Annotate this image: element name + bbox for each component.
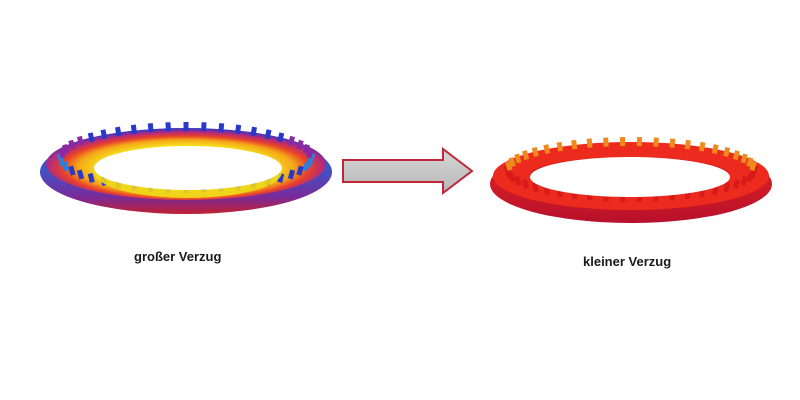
caption-large-distortion: großer Verzug (134, 249, 222, 264)
distorted-ring-tooth (68, 139, 76, 150)
arrow-shape (342, 146, 474, 196)
distorted-ring-tooth (287, 135, 296, 146)
flat-ring-tooth (698, 141, 706, 152)
flat-ring-tooth (684, 139, 691, 150)
distorted-ring-tooth (68, 165, 76, 176)
flat-ring-tooth (531, 182, 539, 193)
distorted-ring-tooth (130, 124, 137, 135)
distorted-ring-tooth (302, 143, 311, 155)
flat-ring-tooth (571, 139, 578, 150)
flat-ring-tooth (543, 144, 551, 155)
flat-ring-tooth (740, 153, 748, 164)
flat-ring-tooth (504, 160, 513, 171)
flat-ring-tooth (521, 179, 530, 190)
flat-ring-tooth (514, 175, 522, 186)
flat-ring-tooth (531, 146, 539, 157)
distorted-ring-tooth (296, 165, 304, 176)
distorted-ring-tooth (56, 152, 65, 163)
distorted-ring-inner-wall (94, 168, 282, 198)
distorted-ring-tooth (250, 126, 257, 137)
distorted-ring-tooth (147, 123, 154, 133)
flat-ring-tooth (749, 160, 758, 171)
distorted-ring-tooth (87, 172, 95, 183)
distorted-ring-bore (94, 146, 282, 190)
distorted-ring-tooth (296, 139, 304, 150)
distorted-ring-tooth (264, 129, 272, 140)
flat-ring-tooth (556, 141, 564, 152)
flat-ring-tooth (653, 137, 659, 147)
flat-ring-tooth (746, 157, 754, 168)
transition-arrow (342, 146, 474, 196)
distorted-ring-tooth (277, 132, 285, 143)
flat-ring-tooth (740, 175, 748, 186)
distorted-ring-tooth (201, 122, 207, 132)
distorted-ring-tooth (165, 122, 171, 132)
distorted-ring-tooth (183, 122, 189, 131)
flat-ring-tooth (711, 144, 719, 155)
flat-ring-tooth (514, 153, 522, 164)
flat-ring-tooth (732, 179, 741, 190)
distorted-ring-tooth (61, 143, 70, 155)
distorted-ring-tooth (235, 124, 242, 135)
distorted-ring-tooth (76, 135, 85, 146)
flat-ring-tooth (746, 172, 754, 183)
flat-ring-tooth (586, 138, 593, 148)
flat-ring-tooth (603, 137, 609, 147)
distorted-ring-tooth (306, 148, 314, 159)
flat-ring-tooth (508, 157, 516, 168)
flat-ring-tooth (732, 150, 741, 161)
distorted-gear-ring (40, 122, 332, 214)
distorted-ring-tooth (58, 148, 66, 159)
flat-ring-tooth (669, 138, 676, 148)
flat-ring-tooth (723, 146, 731, 157)
distorted-ring-tooth (76, 169, 85, 180)
distorted-ring-tooth (218, 123, 225, 133)
distorted-ring-tooth (287, 169, 296, 180)
caption-small-distortion: kleiner Verzug (583, 254, 672, 269)
flat-ring-bore (530, 157, 730, 197)
flat-ring-tooth (636, 137, 642, 147)
flat-ring-tooth (723, 182, 731, 193)
distorted-ring-tooth (115, 126, 122, 137)
distorted-ring-tooth (100, 129, 108, 140)
flat-ring-tooth (521, 150, 530, 161)
flat-ring-tooth (620, 137, 626, 147)
flat-gear-ring (490, 137, 772, 223)
distorted-ring-tooth (87, 132, 95, 143)
distorted-ring-tooth (302, 161, 311, 172)
